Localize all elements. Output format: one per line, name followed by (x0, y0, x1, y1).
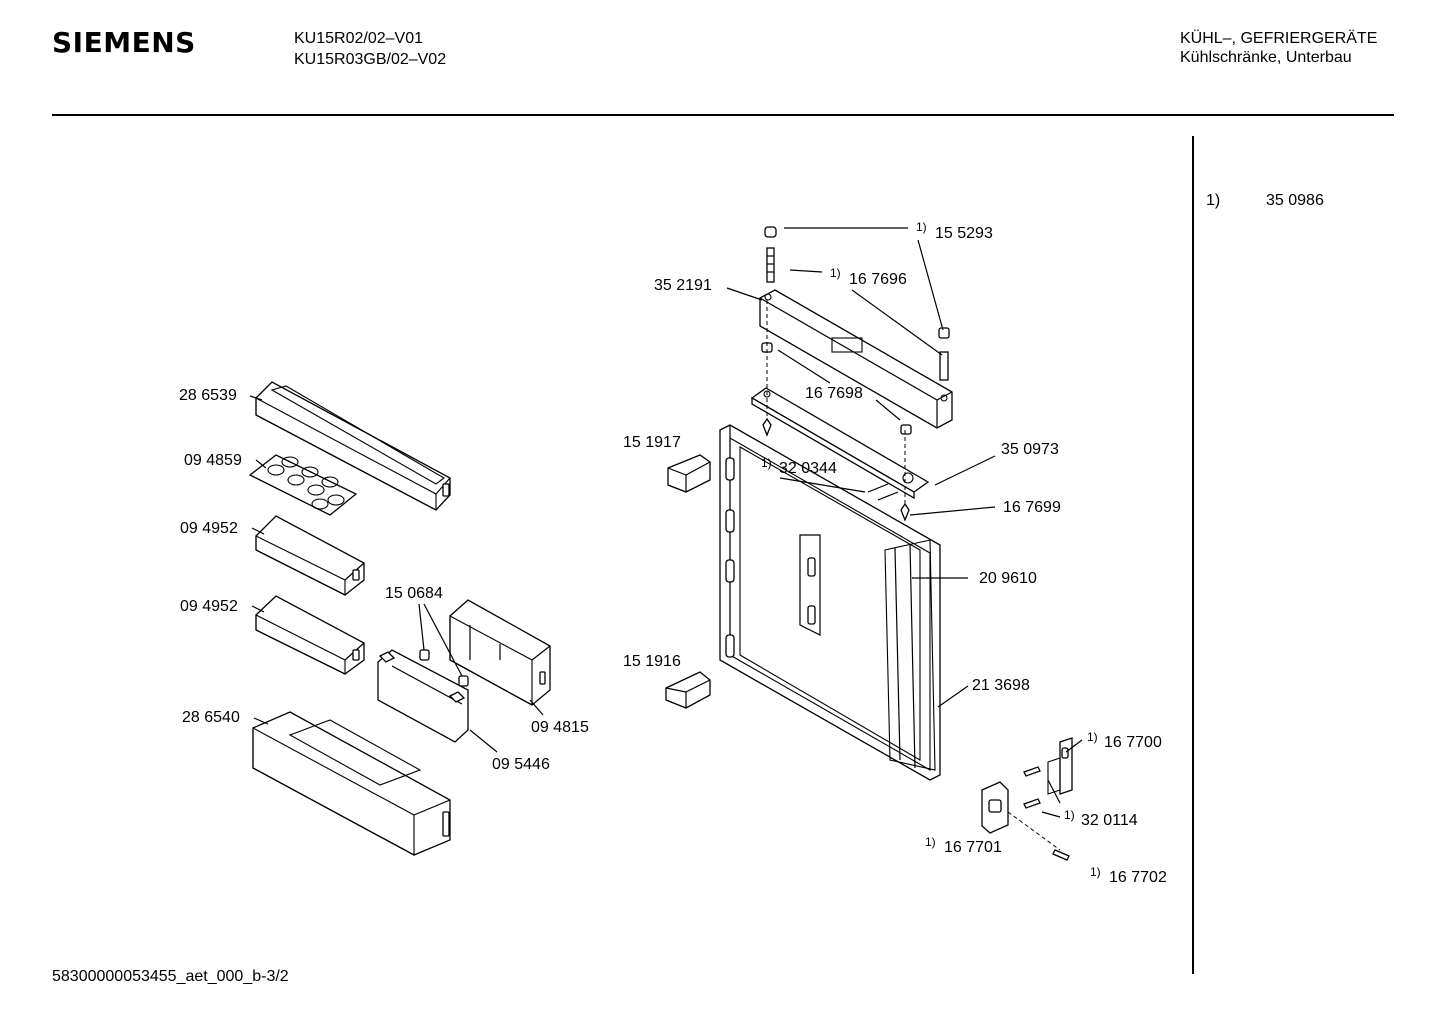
butter-lid-icon (377, 649, 469, 743)
model-number-2: KU15R03GB/02–V02 (294, 51, 447, 68)
lower-hinge-bracket-icon (1047, 737, 1073, 795)
part-167702-note: 1) (1090, 865, 1101, 879)
hinge-bracket-icon (750, 387, 930, 500)
part-167701-label: 16 7701 (944, 839, 1002, 856)
part-167699-label: 16 7699 (1003, 499, 1061, 516)
document-id: 58300000053455_aet_000_b-3/2 (52, 968, 289, 985)
category-title: KÜHL–, GEFRIERGERÄTE (1180, 30, 1378, 47)
part-286540-label: 28 6540 (182, 709, 240, 726)
part-320114-label: 32 0114 (1081, 812, 1138, 829)
sidebar-divider (1192, 136, 1194, 974)
part-320344-note: 1) (761, 456, 772, 470)
hinge-cover-icon (759, 289, 953, 429)
siemens-logo: SIEMENS (52, 26, 196, 59)
part-155293-label: 15 5293 (935, 225, 993, 242)
door-gasket-icon (884, 539, 936, 771)
part-167698-label: 16 7698 (805, 385, 863, 402)
hinge-pins-icon (762, 300, 910, 522)
latch-upper-icon (667, 454, 711, 493)
part-094859-label: 09 4859 (184, 452, 242, 469)
part-167702-label: 16 7702 (1109, 869, 1167, 886)
lower-hinge-plate-icon (981, 781, 1009, 834)
lower-screws-icon (1007, 766, 1070, 861)
header-divider (52, 114, 1394, 116)
footnote-marker: 1) (1206, 192, 1221, 209)
part-209610-label: 20 9610 (979, 570, 1037, 587)
egg-tray-icon (248, 454, 358, 516)
part-094815-label: 09 4815 (531, 719, 589, 736)
part-320344-label: 32 0344 (779, 460, 837, 477)
leader-lines (249, 227, 1083, 818)
part-151916-label: 15 1916 (623, 653, 681, 670)
latch-lower-icon (665, 671, 711, 709)
footnote-part-number: 35 0986 (1266, 192, 1324, 209)
cap-nut-icon (764, 226, 777, 238)
part-155293-note: 1) (916, 220, 927, 234)
part-151917-label: 15 1917 (623, 434, 681, 451)
door-shelf-top-icon (255, 381, 451, 511)
door-panel-icon (719, 424, 941, 781)
part-167696-label: 16 7696 (849, 271, 907, 288)
right-nut-icon (938, 327, 950, 381)
part-167700-note: 1) (1087, 730, 1098, 744)
part-352191-label: 35 2191 (654, 277, 712, 294)
category-subtitle: Kühlschränke, Unterbau (1180, 49, 1352, 66)
part-094952-lower-label: 09 4952 (180, 598, 238, 615)
small-clips-icon (419, 649, 469, 687)
part-150684-label: 15 0684 (385, 585, 443, 602)
small-shelf-upper-icon (255, 515, 365, 596)
small-shelf-lower-icon (255, 595, 365, 675)
part-094952-upper-label: 09 4952 (180, 520, 238, 537)
door-shelf-bottom-icon (252, 711, 451, 856)
butter-compartment-icon (449, 599, 551, 706)
part-213698-label: 21 3698 (972, 677, 1030, 694)
part-167700-label: 16 7700 (1104, 734, 1162, 751)
part-320114-note: 1) (1064, 808, 1075, 822)
part-350973-label: 35 0973 (1001, 441, 1059, 458)
part-286539-label: 28 6539 (179, 387, 237, 404)
part-167696-note: 1) (830, 266, 841, 280)
part-095446-label: 09 5446 (492, 756, 550, 773)
model-number-1: KU15R02/02–V01 (294, 30, 423, 47)
screw-icon (766, 247, 775, 283)
part-167701-note: 1) (925, 835, 936, 849)
